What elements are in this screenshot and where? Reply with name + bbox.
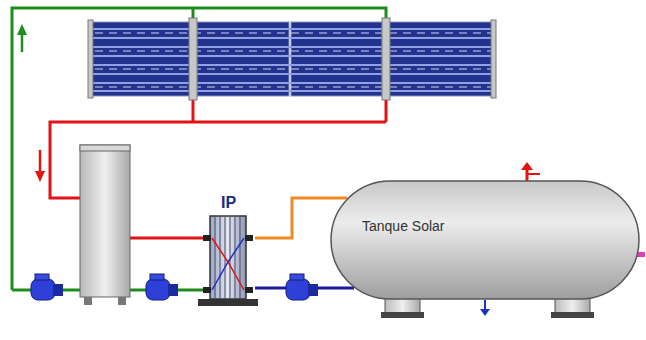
tank-outline [330, 180, 640, 300]
heat-exchanger-node: IP [203, 194, 255, 306]
flow-arrow [35, 150, 45, 182]
green-pipe [12, 8, 386, 290]
solar-collector [88, 18, 496, 100]
storage-tank: Tanque Solar [330, 180, 640, 300]
vessel [80, 145, 130, 305]
valve [521, 162, 540, 182]
flow-arrow [17, 24, 27, 52]
node-label: IP [221, 194, 236, 212]
pump [31, 274, 63, 300]
pump [286, 274, 318, 300]
drain-fitting [480, 300, 490, 316]
tank-body [331, 181, 639, 299]
heat-exchanger [198, 216, 258, 306]
pump [146, 274, 178, 300]
node-label: Tanque Solar [362, 218, 445, 234]
